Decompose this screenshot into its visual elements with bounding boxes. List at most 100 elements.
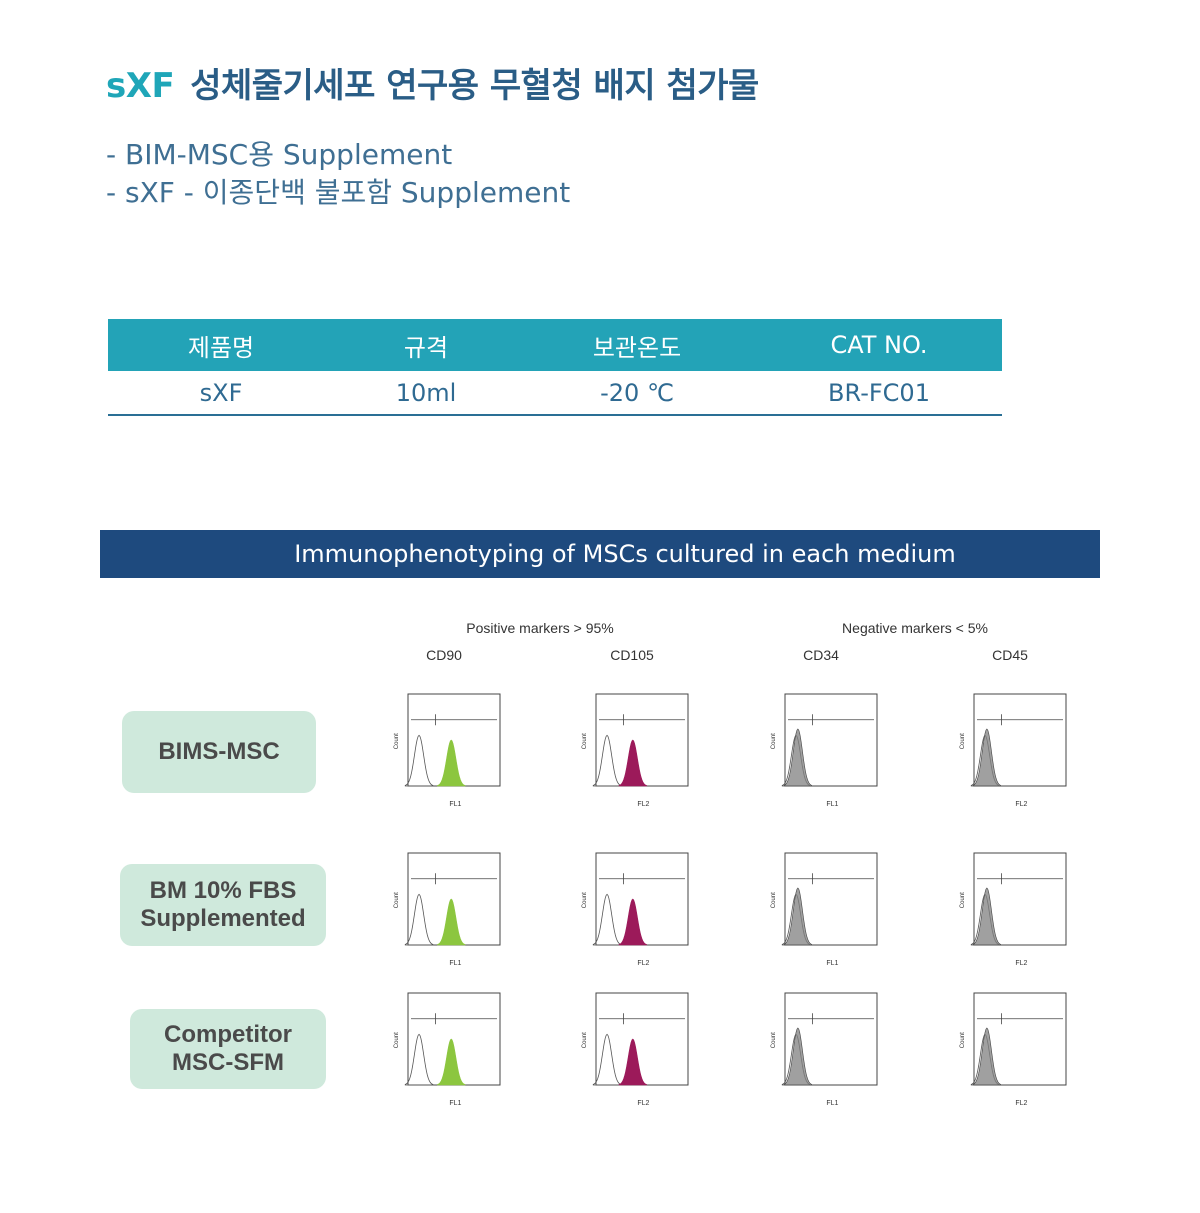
sample-peak	[783, 728, 812, 787]
histogram-plot: FL2 Count	[960, 992, 1067, 1107]
spec-table: 제품명 규격 보관온도 CAT NO. sXF 10ml -20 ℃ BR-FC…	[108, 319, 1002, 416]
marker-gate	[435, 1013, 497, 1025]
sample-peak	[618, 898, 647, 946]
histogram-plot: FL1 Count	[394, 852, 501, 967]
marker-cd105: CD105	[610, 647, 654, 663]
row-label-line1: Competitor	[164, 1021, 292, 1048]
x-axis-label: FL2	[637, 960, 649, 967]
header-storage-temp: 보관온도	[592, 333, 682, 362]
marker-gate	[812, 714, 874, 726]
histogram-plot: FL1 Count	[771, 992, 878, 1107]
marker-cd45: CD45	[992, 647, 1028, 663]
cell-cat-no: BR-FC01	[828, 378, 930, 407]
marker-gate	[435, 714, 497, 726]
cell-storage-temp: -20 ℃	[600, 378, 674, 407]
y-axis-label: Count	[771, 892, 777, 908]
y-axis-label: Count	[582, 733, 588, 749]
y-axis-label: Count	[394, 1032, 400, 1048]
y-axis-label: Count	[582, 1032, 588, 1048]
negative-markers-label: Negative markers < 5%	[842, 620, 988, 636]
control-peak	[592, 893, 622, 946]
x-axis-label: FL2	[637, 1100, 649, 1107]
sample-peak	[437, 1038, 466, 1086]
y-axis-label: Count	[394, 892, 400, 908]
histogram-plot: FL1 Count	[771, 693, 878, 808]
control-peak	[404, 893, 434, 946]
header-cat-no: CAT NO.	[830, 331, 928, 359]
histogram-plot: FL2 Count	[582, 992, 689, 1107]
marker-gate	[812, 873, 874, 885]
y-axis-label: Count	[960, 1032, 966, 1048]
control-peak	[404, 1033, 434, 1086]
feature-line-1: - BIM-MSC용 Supplement	[106, 138, 453, 171]
sample-peak	[972, 887, 1001, 946]
histogram-plot: FL2 Count	[582, 852, 689, 967]
control-peak	[592, 1033, 622, 1086]
plot-frame	[595, 992, 689, 1086]
x-axis-label: FL1	[449, 960, 461, 967]
row-label-line1: BM 10% FBS	[149, 877, 297, 904]
plot-frame	[784, 992, 878, 1086]
marker-gate	[812, 1013, 874, 1025]
control-peak	[592, 734, 622, 787]
sample-peak	[437, 739, 466, 787]
x-axis-label: FL1	[826, 801, 838, 808]
plot-frame	[784, 693, 878, 787]
row-label-line2: Supplemented	[140, 905, 306, 932]
plot-frame	[595, 852, 689, 946]
histogram-plot: FL1 Count	[771, 852, 878, 967]
sample-peak	[618, 739, 647, 787]
marker-gate	[1001, 714, 1063, 726]
control-peak	[404, 734, 434, 787]
y-axis-label: Count	[960, 892, 966, 908]
x-axis-label: FL1	[826, 960, 838, 967]
row-label-line2: MSC-SFM	[172, 1049, 284, 1076]
plot-frame	[784, 852, 878, 946]
header-size: 규격	[403, 333, 449, 362]
plot-frame	[973, 992, 1067, 1086]
y-axis-label: Count	[771, 1032, 777, 1048]
y-axis-label: Count	[582, 892, 588, 908]
marker-gate	[623, 1013, 685, 1025]
title-text: 성체줄기세포 연구용 무혈청 배지 첨가물	[190, 66, 759, 106]
cell-product-name: sXF	[199, 378, 243, 407]
sample-peak	[972, 1027, 1001, 1086]
marker-gate	[1001, 873, 1063, 885]
marker-cd34: CD34	[803, 647, 839, 663]
marker-gate	[435, 873, 497, 885]
marker-gate	[1001, 1013, 1063, 1025]
cell-size: 10ml	[395, 378, 457, 407]
marker-gate	[623, 873, 685, 885]
histogram-plot: FL2 Count	[582, 693, 689, 808]
figure-banner: Immunophenotyping of MSCs cultured in ea…	[100, 530, 1100, 578]
brand-name: sXF	[106, 66, 175, 106]
x-axis-label: FL1	[449, 1100, 461, 1107]
plot-frame	[973, 693, 1067, 787]
sample-peak	[972, 728, 1001, 787]
x-axis-label: FL2	[1015, 801, 1027, 808]
plot-frame	[973, 852, 1067, 946]
y-axis-label: Count	[771, 733, 777, 749]
y-axis-label: Count	[394, 733, 400, 749]
spec-table-header: 제품명 규격 보관온도 CAT NO.	[108, 319, 1002, 371]
page-title: sXF 성체줄기세포 연구용 무혈청 배지 첨가물	[106, 58, 759, 107]
sample-peak	[437, 898, 466, 946]
marker-gate	[623, 714, 685, 726]
histogram-plot: FL1 Count	[394, 992, 501, 1107]
x-axis-label: FL2	[1015, 1100, 1027, 1107]
row-label-line1: BIMS-MSC	[158, 738, 280, 765]
sample-peak	[783, 1027, 812, 1086]
x-axis-label: FL1	[826, 1100, 838, 1107]
sample-peak	[618, 1038, 647, 1086]
x-axis-label: FL2	[637, 801, 649, 808]
table-row: sXF 10ml -20 ℃ BR-FC01	[108, 371, 1002, 416]
x-axis-label: FL1	[449, 801, 461, 808]
sample-peak	[783, 887, 812, 946]
positive-markers-label: Positive markers > 95%	[466, 620, 614, 636]
histogram-plot: FL1 Count	[394, 693, 501, 808]
feature-line-2: - sXF - 이종단백 불포함 Supplement	[106, 176, 571, 209]
